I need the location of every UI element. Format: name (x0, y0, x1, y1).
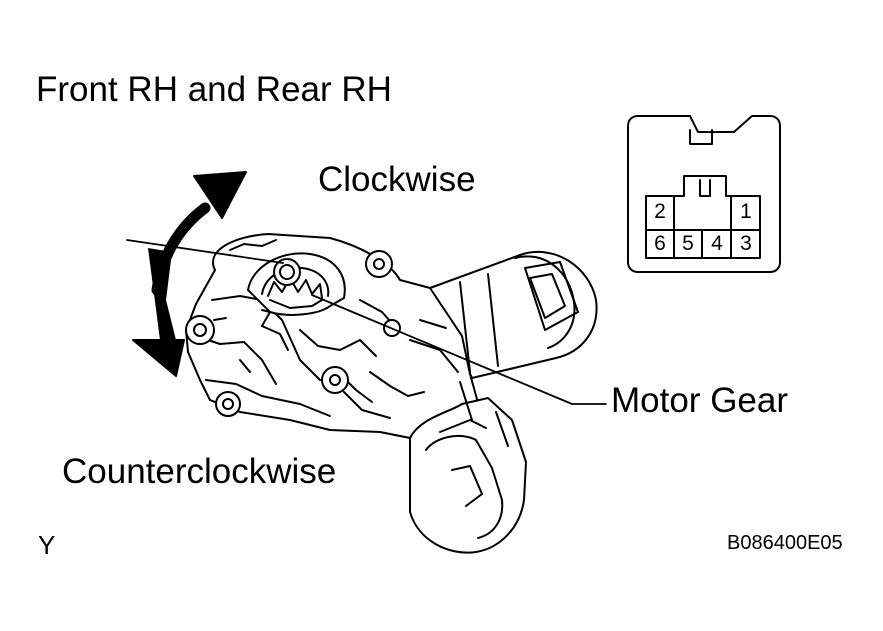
counterclockwise-label: Counterclockwise (62, 452, 337, 491)
connector-pin-2: 2 (654, 200, 666, 223)
figure-code: B086400E05 (727, 532, 843, 554)
mounting-bosses (185, 250, 401, 417)
clockwise-label: Clockwise (318, 160, 476, 199)
motor-cylinder (429, 250, 598, 379)
motor-gear-label: Motor Gear (611, 381, 788, 420)
leader-lines (126, 239, 607, 405)
rotation-arrow-icon (132, 171, 247, 377)
connector-pin-1: 1 (740, 200, 752, 223)
connector-pin-4: 4 (711, 232, 723, 255)
footer-left-mark: Y (38, 530, 56, 560)
connector-outline (627, 115, 781, 273)
connector-pin-3: 3 (740, 232, 752, 255)
connector-pin-5: 5 (682, 232, 694, 255)
diagram-title: Front RH and Rear RH (36, 70, 392, 109)
output-arm (409, 381, 527, 554)
connector-pin-6: 6 (654, 232, 666, 255)
